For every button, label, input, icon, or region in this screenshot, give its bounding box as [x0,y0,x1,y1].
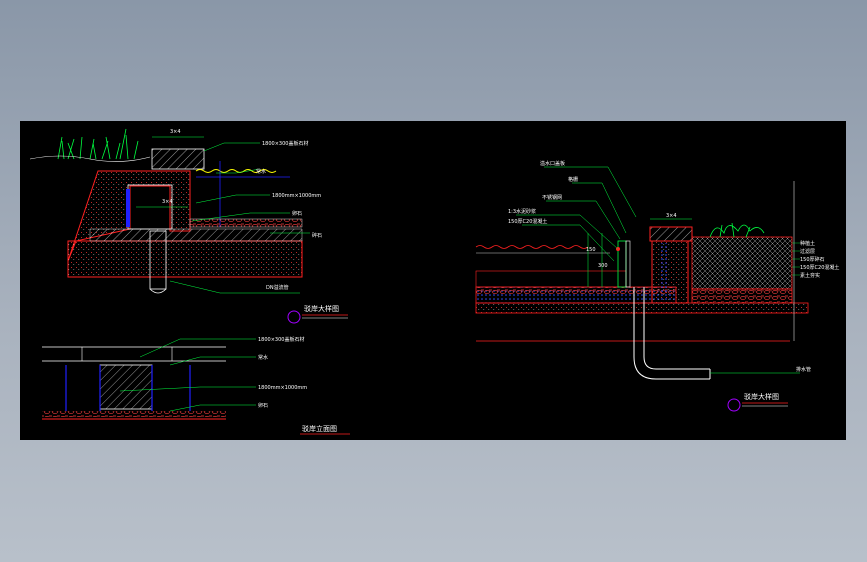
elev-label-1: 1800×300盖板石材 [258,336,304,343]
detail-marker-icon [287,310,301,324]
left-title: 驳岸大样图 [304,304,339,313]
vdim-2: 300 [598,263,608,269]
right-dim-top: 3×4 [666,213,677,219]
detail-marker-icon-right [727,398,741,412]
right-title: 驳岸大样图 [744,392,779,401]
left-label-2: 常水 [256,168,266,175]
left-label-3: 1800mm×1000mm [272,193,321,199]
right-label-5: 素土夯实 [800,272,820,279]
cad-drawing: 3×4 3×4 1800×300盖板石材 常水 1800mm×1000mm [29,128,839,435]
right-label-1: 种植土 [800,240,815,247]
right-left-label-1: 溢水口盖板 [540,160,565,167]
right-label-3: 150厚碎石 [800,256,825,263]
left-label-4: 卵石 [292,210,302,217]
vdim-1: 150 [586,247,596,253]
left-label-1: 1800×300盖板石材 [262,140,308,147]
right-section: 3×4 150 300 溢水口盖板 格栅 [475,160,839,412]
dim-top: 3×4 [170,129,181,135]
shrub-icon [709,222,765,238]
right-label-2: 过滤层 [800,248,815,255]
left-bottom-label: DN溢流管 [266,284,289,291]
right-left-label-2: 格栅 [568,176,578,183]
grass-icon [57,128,139,160]
dim-mid: 3×4 [162,199,173,205]
right-label-4: 150厚C20混凝土 [800,264,839,271]
elev-label-4: 卵石 [258,402,268,409]
right-left-label-3: 不锈钢网 [542,194,562,201]
right-left-label-4: 1:3水泥砂浆 [508,208,536,215]
elev-label-2: 常水 [258,354,268,361]
right-left-label-5: 150厚C20混凝土 [508,218,547,225]
left-label-5: 碎石 [312,232,322,239]
cad-viewport[interactable]: 3×4 3×4 1800×300盖板石材 常水 1800mm×1000mm [20,121,846,440]
left-elevation: 1800×300盖板石材 常水 1800mm×1000mm 卵石 驳岸立面图 [42,336,350,435]
left-section: 3×4 3×4 1800×300盖板石材 常水 1800mm×1000mm [29,128,348,324]
elevation-title: 驳岸立面图 [302,424,337,433]
elev-label-3: 1800mm×1000mm [258,385,307,391]
right-bottom-label: 排水管 [796,366,811,373]
